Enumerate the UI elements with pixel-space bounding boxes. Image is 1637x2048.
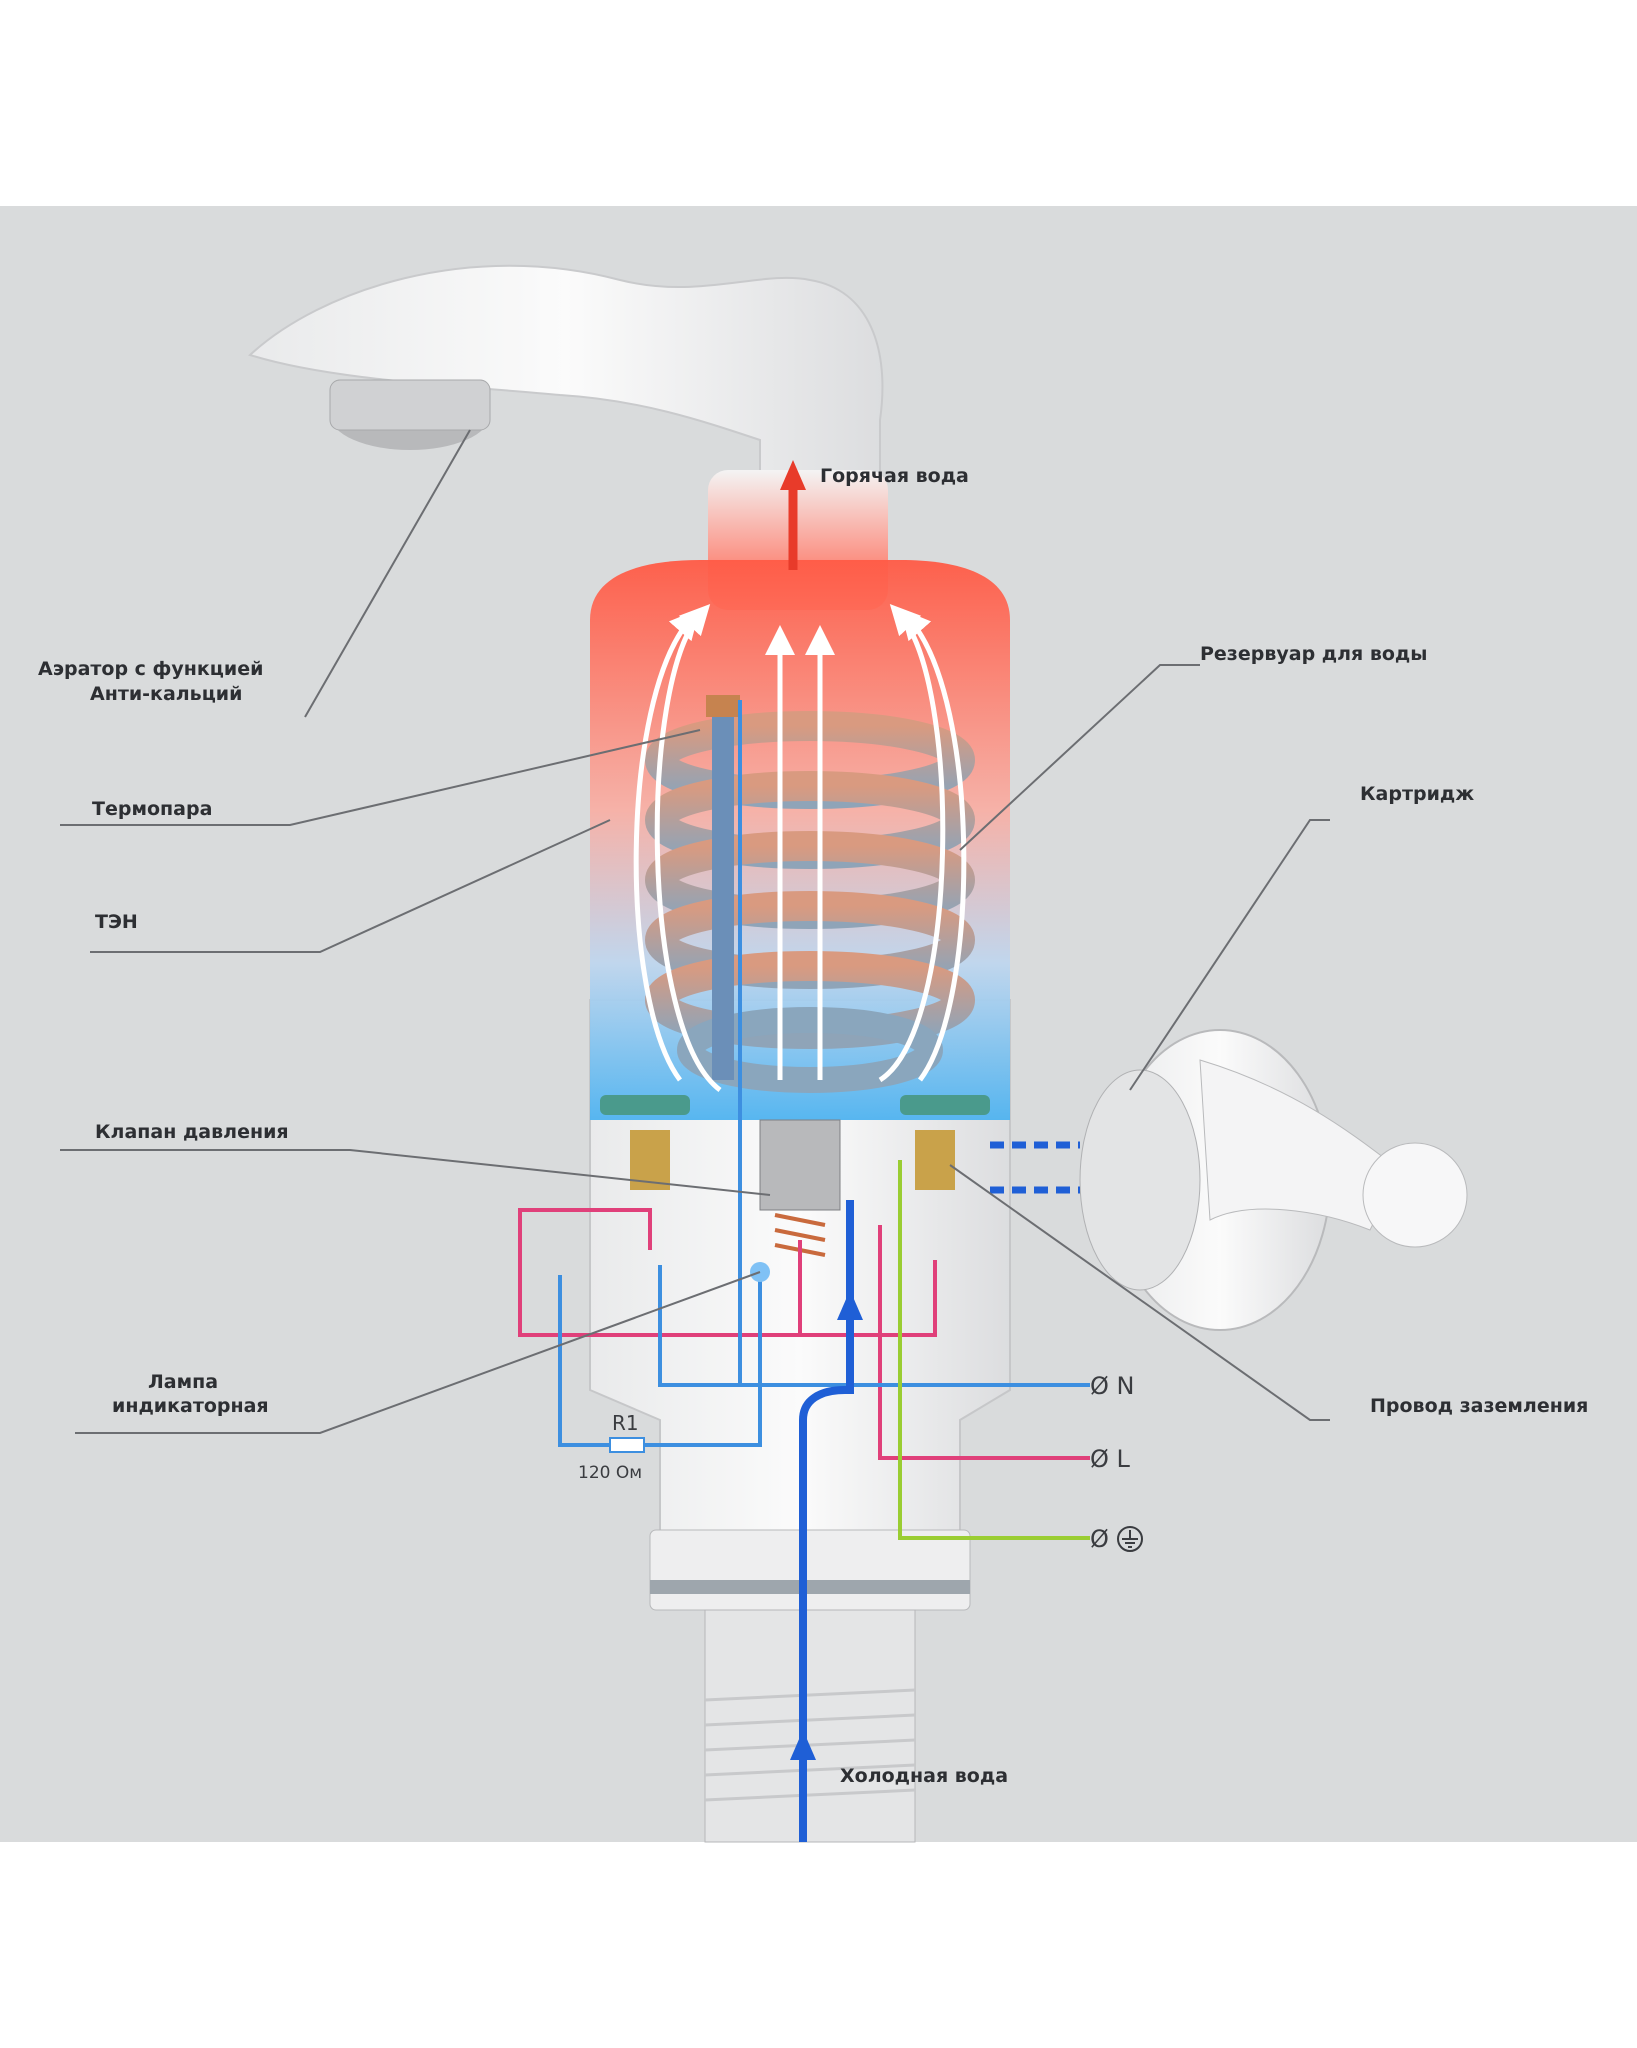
fitting-right — [900, 1095, 990, 1115]
faucet-spout — [248, 264, 884, 481]
threaded-inlet — [704, 1609, 916, 1843]
terminal-n: Ø N — [1090, 1372, 1134, 1400]
mounting-ring — [650, 1580, 970, 1594]
label-thermocouple: Термопара — [92, 798, 212, 820]
label-aerator-line1: Аэратор с функцией — [38, 658, 263, 680]
ground-symbol-icon — [1117, 1526, 1143, 1552]
label-lamp-line2: индикаторная — [112, 1395, 269, 1417]
label-ground-wire: Провод заземления — [1370, 1395, 1588, 1417]
label-aerator-line2: Анти-кальций — [90, 683, 242, 705]
label-lamp-line1: Лампа — [148, 1371, 218, 1393]
label-cold-water: Холодная вода — [840, 1765, 1008, 1787]
thread-lines — [704, 1688, 916, 1802]
label-reservoir: Резервуар для воды — [1200, 643, 1427, 665]
terminal-right — [915, 1130, 955, 1190]
terminal-l: Ø L — [1090, 1445, 1131, 1473]
resistor-name: R1 — [612, 1411, 639, 1435]
wiring — [518, 700, 1090, 1540]
fitting-left — [600, 1095, 690, 1115]
mounting-nut — [649, 1529, 971, 1611]
label-pressure-valve: Клапан давления — [95, 1121, 289, 1143]
pressure-valve-body — [759, 1119, 841, 1211]
cold-water-arrow-top — [837, 1290, 863, 1320]
callout-lines — [60, 429, 1330, 1434]
mixer-cartridge-handle — [1079, 1029, 1468, 1331]
label-hot-water: Горячая вода — [820, 465, 969, 487]
cold-water-arrow-bottom — [790, 1730, 816, 1760]
hot-water-arrowhead — [780, 460, 806, 490]
thermocouple-tip — [706, 695, 740, 717]
cartridge-flow-lines — [990, 1141, 1080, 1194]
cold-water-pipe — [799, 1200, 854, 1842]
thermocouple-probe — [712, 700, 734, 1080]
resistor-r1 — [609, 1437, 645, 1453]
terminal-ground: Ø — [1090, 1525, 1109, 1553]
label-cartridge: Картридж — [1360, 783, 1474, 805]
resistor-value: 120 Ом — [578, 1463, 642, 1483]
water-flow-arrows — [633, 603, 967, 1092]
label-heater: ТЭН — [95, 911, 138, 933]
